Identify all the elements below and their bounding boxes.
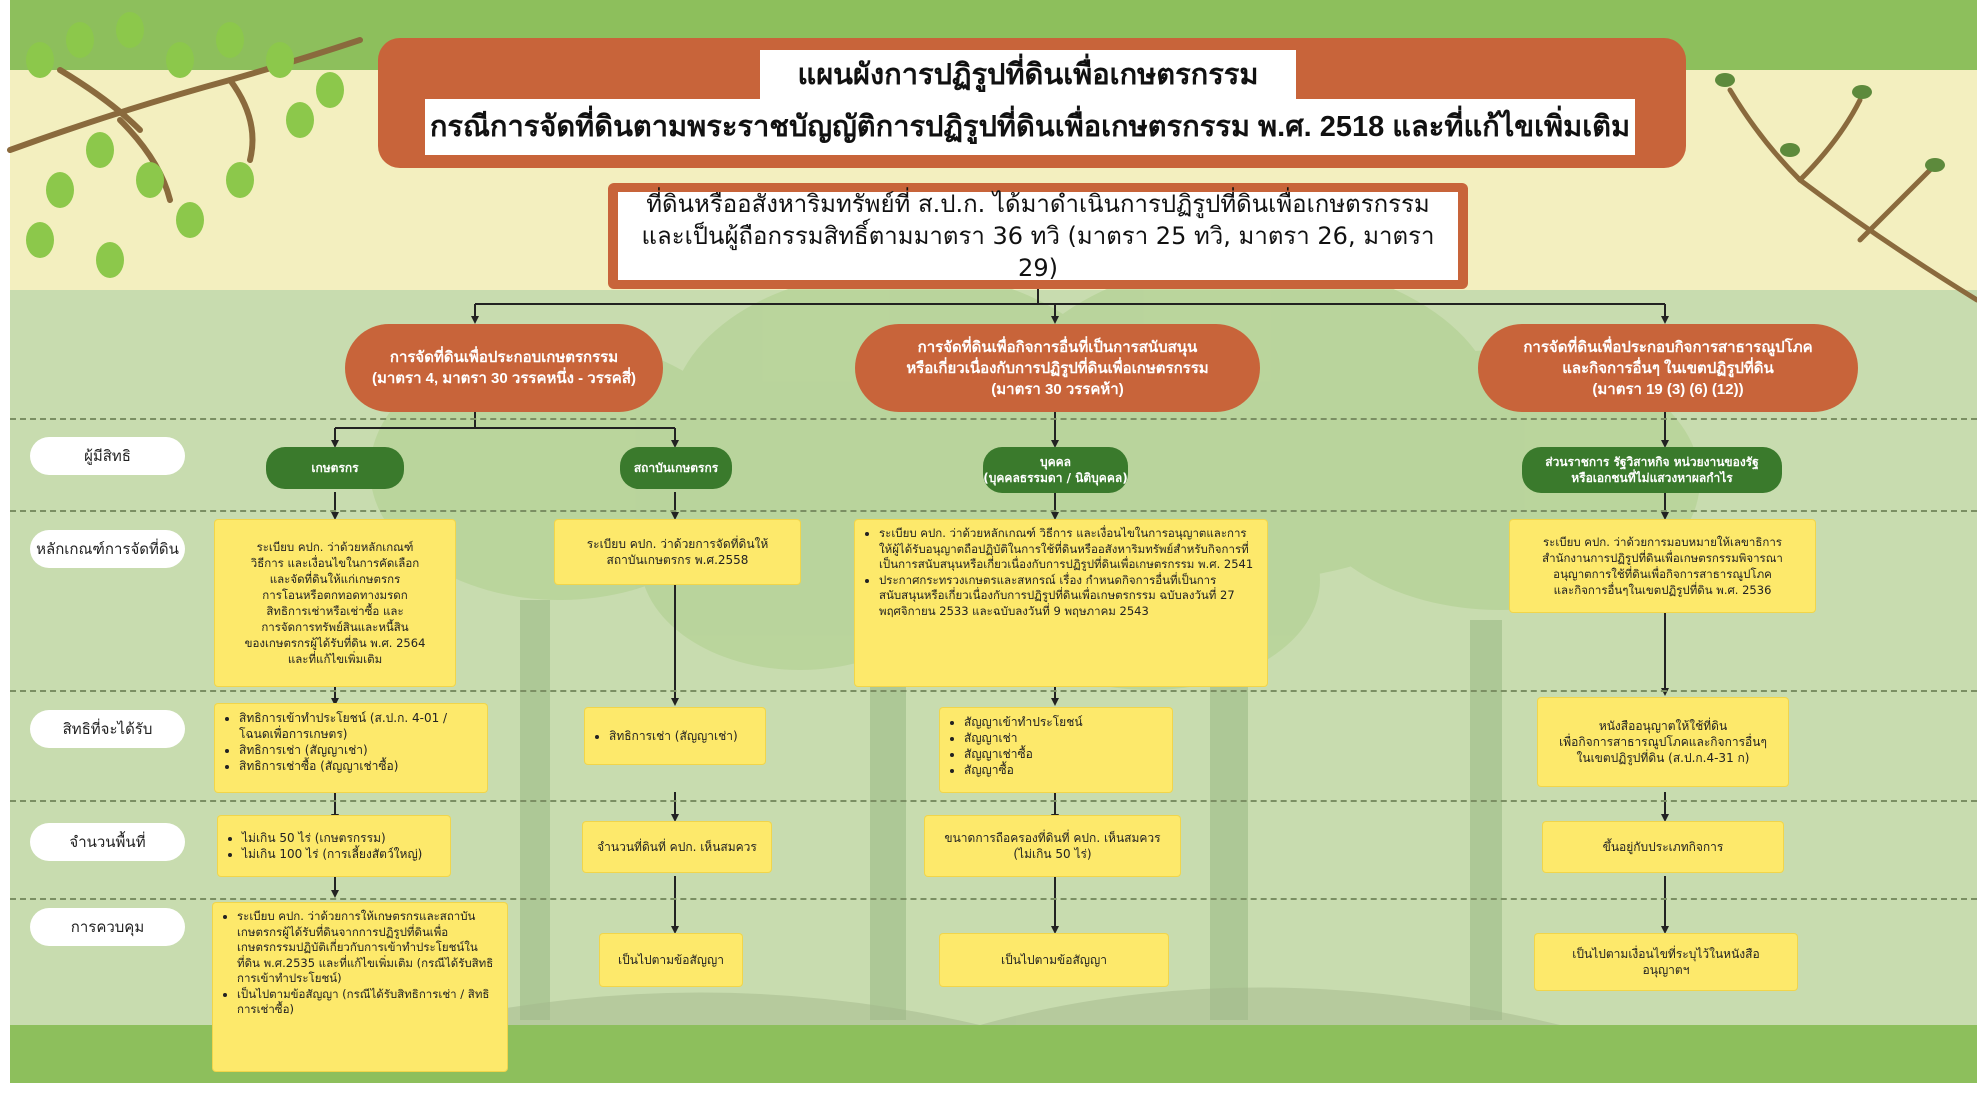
area-farmer-item: ไม่เกิน 50 ไร่ (เกษตรกรรม) bbox=[242, 830, 422, 846]
area-institution-text: จำนวนที่ดินที่ คปก. เห็นสมควร bbox=[597, 840, 757, 854]
rights-agency-line: หนังสืออนุญาตให้ใช้ที่ดิน bbox=[1598, 719, 1728, 733]
criteria-farmer-line: และจัดที่ดินให้แก่เกษตรกร bbox=[269, 572, 401, 586]
rights-person-item: สัญญาเช่า bbox=[964, 730, 1164, 746]
entity-institution-label: สถาบันเกษตรกร bbox=[633, 461, 719, 475]
rights-person-item: สัญญาซื้อ bbox=[964, 762, 1164, 778]
row-separator bbox=[10, 510, 1977, 512]
criteria-institution: ระเบียบ คปก. ว่าด้วยการจัดที่ดินให้ สถาบ… bbox=[555, 520, 800, 584]
area-person: ขนาดการถือครองที่ดินที่ คปก. เห็นสมควร (… bbox=[925, 816, 1180, 876]
entity-agency-line-1: ส่วนราชการ รัฐวิสาหกิจ หน่วยงานของรัฐ bbox=[1545, 455, 1759, 469]
entity-institution: สถาบันเกษตรกร bbox=[620, 447, 732, 489]
rights-institution-item: สิทธิการเช่า (สัญญาเช่า) bbox=[609, 728, 738, 744]
row-separator bbox=[10, 898, 1977, 900]
control-person: เป็นไปตามข้อสัญญา bbox=[940, 934, 1168, 986]
source-line-1: ที่ดินหรืออสังหาริมทรัพย์ที่ ส.ป.ก. ได้ม… bbox=[646, 190, 1430, 218]
entity-farmer-label: เกษตรกร bbox=[311, 461, 359, 475]
area-farmer: ไม่เกิน 50 ไร่ (เกษตรกรรม) ไม่เกิน 100 ไ… bbox=[218, 816, 450, 876]
rights-farmer-item: สิทธิการเช่าซื้อ (สัญญาเช่าซื้อ) bbox=[239, 758, 479, 774]
category-public-utility: การจัดที่ดินเพื่อประกอบกิจการสาธารณูปโภค… bbox=[1478, 324, 1858, 412]
control-farmer-item: เป็นไปตามข้อสัญญา (กรณีได้รับสิทธิการเช่… bbox=[237, 987, 499, 1018]
criteria-farmer-line: วิธีการ และเงื่อนไขในการคัดเลือก bbox=[250, 556, 420, 570]
rights-person-item: สัญญาเช่าซื้อ bbox=[964, 746, 1164, 762]
rights-agency-line: ในเขตปฏิรูปที่ดิน (ส.ป.ก.4-31 ก) bbox=[1576, 751, 1750, 765]
source-box: ที่ดินหรืออสังหาริมทรัพย์ที่ ส.ป.ก. ได้ม… bbox=[618, 190, 1458, 282]
criteria-farmer: ระเบียบ คปก. ว่าด้วยหลักเกณฑ์ วิธีการ แล… bbox=[215, 520, 455, 686]
criteria-agency-line: ระเบียบ คปก. ว่าด้วยการมอบหมายให้เลขาธิก… bbox=[1543, 535, 1782, 549]
source-line-2: และเป็นผู้ถือกรรมสิทธิ์ตามมาตรา 36 ทวิ (… bbox=[641, 222, 1435, 282]
criteria-farmer-line: ระเบียบ คปก. ว่าด้วยหลักเกณฑ์ bbox=[256, 540, 414, 554]
area-agency: ขึ้นอยู่กับประเภทกิจการ bbox=[1543, 822, 1783, 872]
entity-agency: ส่วนราชการ รัฐวิสาหกิจ หน่วยงานของรัฐ หร… bbox=[1522, 447, 1782, 493]
category-utility-line-1: การจัดที่ดินเพื่อประกอบกิจการสาธารณูปโภค bbox=[1523, 338, 1813, 356]
control-agency-line: อนุญาตฯ bbox=[1642, 963, 1690, 977]
rights-institution: สิทธิการเช่า (สัญญาเช่า) bbox=[585, 708, 765, 764]
page-subtitle: กรณีการจัดที่ดินตามพระราชบัญญัติการปฏิรู… bbox=[425, 99, 1635, 155]
category-support-line-1: การจัดที่ดินเพื่อกิจการอื่นที่เป็นการสนั… bbox=[917, 338, 1198, 356]
row-label-criteria: หลักเกณฑ์การจัดที่ดิน bbox=[30, 530, 185, 568]
area-agency-text: ขึ้นอยู่กับประเภทกิจการ bbox=[1602, 840, 1724, 854]
row-label-eligible: ผู้มีสิทธิ bbox=[30, 437, 185, 475]
criteria-person: ระเบียบ คปก. ว่าด้วยหลักเกณฑ์ วิธีการ แล… bbox=[855, 520, 1267, 686]
criteria-farmer-line: ของเกษตรกรผู้ได้รับที่ดิน พ.ศ. 2564 bbox=[244, 636, 426, 650]
rights-farmer: สิทธิการเข้าทำประโยชน์ (ส.ป.ก. 4-01 / โฉ… bbox=[215, 704, 487, 792]
area-person-line: (ไม่เกิน 50 ไร่) bbox=[1013, 847, 1092, 861]
rights-person: สัญญาเข้าทำประโยชน์ สัญญาเช่า สัญญาเช่าซ… bbox=[940, 708, 1172, 792]
rights-farmer-item: สิทธิการเช่า (สัญญาเช่า) bbox=[239, 742, 479, 758]
criteria-agency-line: อนุญาตการใช้ที่ดินเพื่อกิจการสาธารณูปโภค bbox=[1553, 567, 1772, 581]
category-utility-line-3: (มาตรา 19 (3) (6) (12)) bbox=[1592, 380, 1744, 398]
rights-farmer-list: สิทธิการเข้าทำประโยชน์ (ส.ป.ก. 4-01 / โฉ… bbox=[223, 710, 479, 774]
entity-agency-line-2: หรือเอกชนที่ไม่แสวงหาผลกำไร bbox=[1571, 471, 1733, 485]
area-farmer-list: ไม่เกิน 50 ไร่ (เกษตรกรรม) ไม่เกิน 100 ไ… bbox=[226, 830, 422, 862]
row-separator bbox=[10, 800, 1977, 802]
control-institution: เป็นไปตามข้อสัญญา bbox=[600, 934, 742, 986]
row-separator bbox=[10, 690, 1977, 692]
control-institution-text: เป็นไปตามข้อสัญญา bbox=[618, 953, 724, 967]
entity-farmer: เกษตรกร bbox=[266, 447, 404, 489]
criteria-agency-line: สำนักงานการปฏิรูปที่ดินเพื่อเกษตรกรรมพิจ… bbox=[1542, 551, 1783, 565]
category-support-business: การจัดที่ดินเพื่อกิจการอื่นที่เป็นการสนั… bbox=[855, 324, 1260, 412]
category-utility-line-2: และกิจการอื่นๆ ในเขตปฏิรูปที่ดิน bbox=[1562, 359, 1774, 377]
control-farmer: ระเบียบ คปก. ว่าด้วยการให้เกษตรกรและสถาบ… bbox=[213, 903, 507, 1071]
category-support-line-2: หรือเกี่ยวเนื่องกับการปฏิรูปที่ดินเพื่อเ… bbox=[906, 359, 1209, 377]
criteria-person-item: ประกาศกระทรวงเกษตรและสหกรณ์ เรื่อง กำหนด… bbox=[879, 573, 1259, 620]
criteria-person-list: ระเบียบ คปก. ว่าด้วยหลักเกณฑ์ วิธีการ แล… bbox=[863, 526, 1259, 619]
control-farmer-list: ระเบียบ คปก. ว่าด้วยการให้เกษตรกรและสถาบ… bbox=[221, 909, 499, 1018]
criteria-person-item: ระเบียบ คปก. ว่าด้วยหลักเกณฑ์ วิธีการ แล… bbox=[879, 526, 1259, 573]
criteria-farmer-line: และที่แก้ไขเพิ่มเติม bbox=[287, 652, 383, 666]
criteria-farmer-line: การโอนหรือตกทอดทางมรดก bbox=[262, 588, 408, 602]
entity-person: บุคคล (บุคคลธรรมดา / นิติบุคคล) bbox=[983, 447, 1128, 493]
area-farmer-item: ไม่เกิน 100 ไร่ (การเลี้ยงสัตว์ใหญ่) bbox=[242, 846, 422, 862]
control-farmer-item: ระเบียบ คปก. ว่าด้วยการให้เกษตรกรและสถาบ… bbox=[237, 909, 499, 987]
row-label-control: การควบคุม bbox=[30, 908, 185, 946]
area-institution: จำนวนที่ดินที่ คปก. เห็นสมควร bbox=[583, 822, 771, 872]
control-person-text: เป็นไปตามข้อสัญญา bbox=[1001, 953, 1107, 967]
rights-agency-line: เพื่อกิจการสาธารณูปโภคและกิจการอื่นๆ bbox=[1559, 735, 1767, 749]
rights-agency: หนังสืออนุญาตให้ใช้ที่ดิน เพื่อกิจการสาธ… bbox=[1538, 698, 1788, 786]
entity-person-line-2: (บุคคลธรรมดา / นิติบุคคล) bbox=[983, 471, 1128, 485]
entity-person-line-1: บุคคล bbox=[1039, 455, 1072, 469]
criteria-farmer-line: การจัดการทรัพย์สินและหนี้สิน bbox=[261, 620, 409, 634]
criteria-farmer-line: สิทธิการเช่าหรือเช่าซื้อ และ bbox=[266, 604, 404, 618]
control-agency: เป็นไปตามเงื่อนไขที่ระบุไว้ในหนังสือ อนุ… bbox=[1535, 934, 1797, 990]
area-person-line: ขนาดการถือครองที่ดินที่ คปก. เห็นสมควร bbox=[944, 831, 1161, 845]
category-agriculture-line-1: การจัดที่ดินเพื่อประกอบเกษตรกรรม bbox=[389, 349, 619, 366]
category-agriculture-line-2: (มาตรา 4, มาตรา 30 วรรคหนึ่ง - วรรคสี่) bbox=[371, 370, 636, 387]
criteria-agency: ระเบียบ คปก. ว่าด้วยการมอบหมายให้เลขาธิก… bbox=[1510, 520, 1815, 612]
category-support-line-3: (มาตรา 30 วรรคห้า) bbox=[991, 380, 1124, 398]
control-agency-line: เป็นไปตามเงื่อนไขที่ระบุไว้ในหนังสือ bbox=[1572, 947, 1760, 961]
criteria-institution-line: สถาบันเกษตรกร พ.ศ.2558 bbox=[606, 553, 749, 567]
rights-institution-list: สิทธิการเช่า (สัญญาเช่า) bbox=[593, 728, 738, 744]
rights-farmer-item: สิทธิการเข้าทำประโยชน์ (ส.ป.ก. 4-01 / โฉ… bbox=[239, 710, 479, 742]
criteria-agency-line: และกิจการอื่นๆในเขตปฏิรูปที่ดิน พ.ศ. 253… bbox=[1553, 583, 1772, 597]
page-title: แผนผังการปฏิรูปที่ดินเพื่อเกษตรกรรม bbox=[760, 50, 1296, 100]
row-separator bbox=[10, 418, 1977, 420]
row-label-area: จำนวนพื้นที่ bbox=[30, 823, 185, 861]
category-agriculture: การจัดที่ดินเพื่อประกอบเกษตรกรรม (มาตรา … bbox=[345, 324, 663, 412]
criteria-institution-line: ระเบียบ คปก. ว่าด้วยการจัดที่ดินให้ bbox=[586, 537, 769, 551]
row-label-rights: สิทธิที่จะได้รับ bbox=[30, 710, 185, 748]
rights-person-item: สัญญาเข้าทำประโยชน์ bbox=[964, 714, 1164, 730]
rights-person-list: สัญญาเข้าทำประโยชน์ สัญญาเช่า สัญญาเช่าซ… bbox=[948, 714, 1164, 778]
